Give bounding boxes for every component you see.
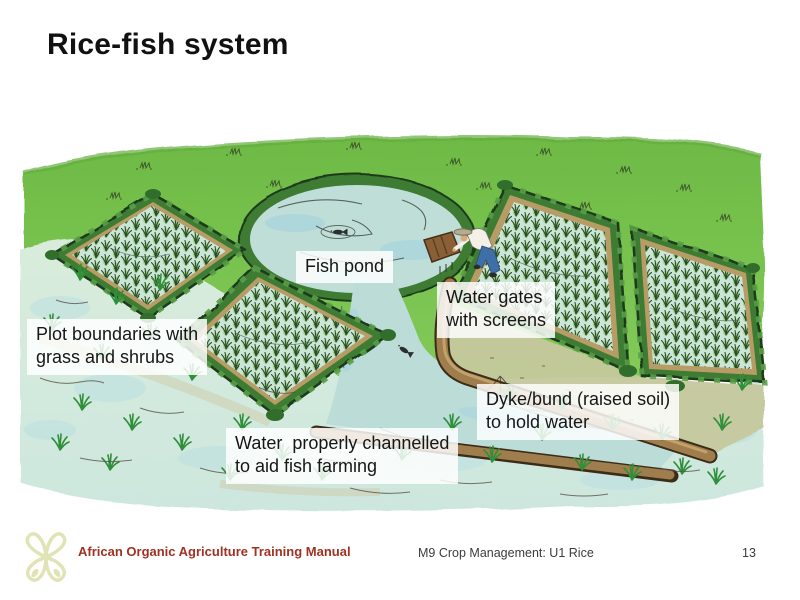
footer-page-number: 13 [742,546,756,560]
footer-manual-name: African Organic Agriculture Training Man… [78,544,351,559]
rice-paddy-4 [629,224,768,386]
label-line: Water gates [446,287,543,307]
label-line: Fish pond [305,256,385,276]
rice-paddy-2 [174,264,393,419]
label-line: Dyke/bund (raised soil) [486,389,671,409]
page-title: Rice-fish system [47,28,289,61]
label-line: to hold water [486,412,590,433]
label-fish-pond: Fish pond [296,251,394,284]
label-plot-boundaries: Plot boundaries with grass and shrubs [27,319,208,375]
label-line: to aid fish farming [235,456,378,477]
label-water-gates: Water gates with screens [437,282,556,338]
label-dyke-bund: Dyke/bund (raised soil) to hold water [477,384,680,440]
aoatm-knot-logo-icon [25,532,67,582]
label-line: Water properly channelled [235,433,450,453]
gate-screens [439,262,453,274]
water-gate [423,231,461,274]
label-line: Plot boundaries with [36,324,199,344]
label-line: with screens [446,310,547,331]
rice-paddy-3 [449,181,631,375]
footer-module-name: M9 Crop Management: U1 Rice [418,546,594,560]
label-water-channelled: Water properly channelled to aid fish fa… [226,428,459,484]
rice-fish-illustration [20,134,768,512]
rice-paddy-1 [47,191,250,322]
label-line: grass and shrubs [36,347,175,368]
farmer [452,228,501,278]
